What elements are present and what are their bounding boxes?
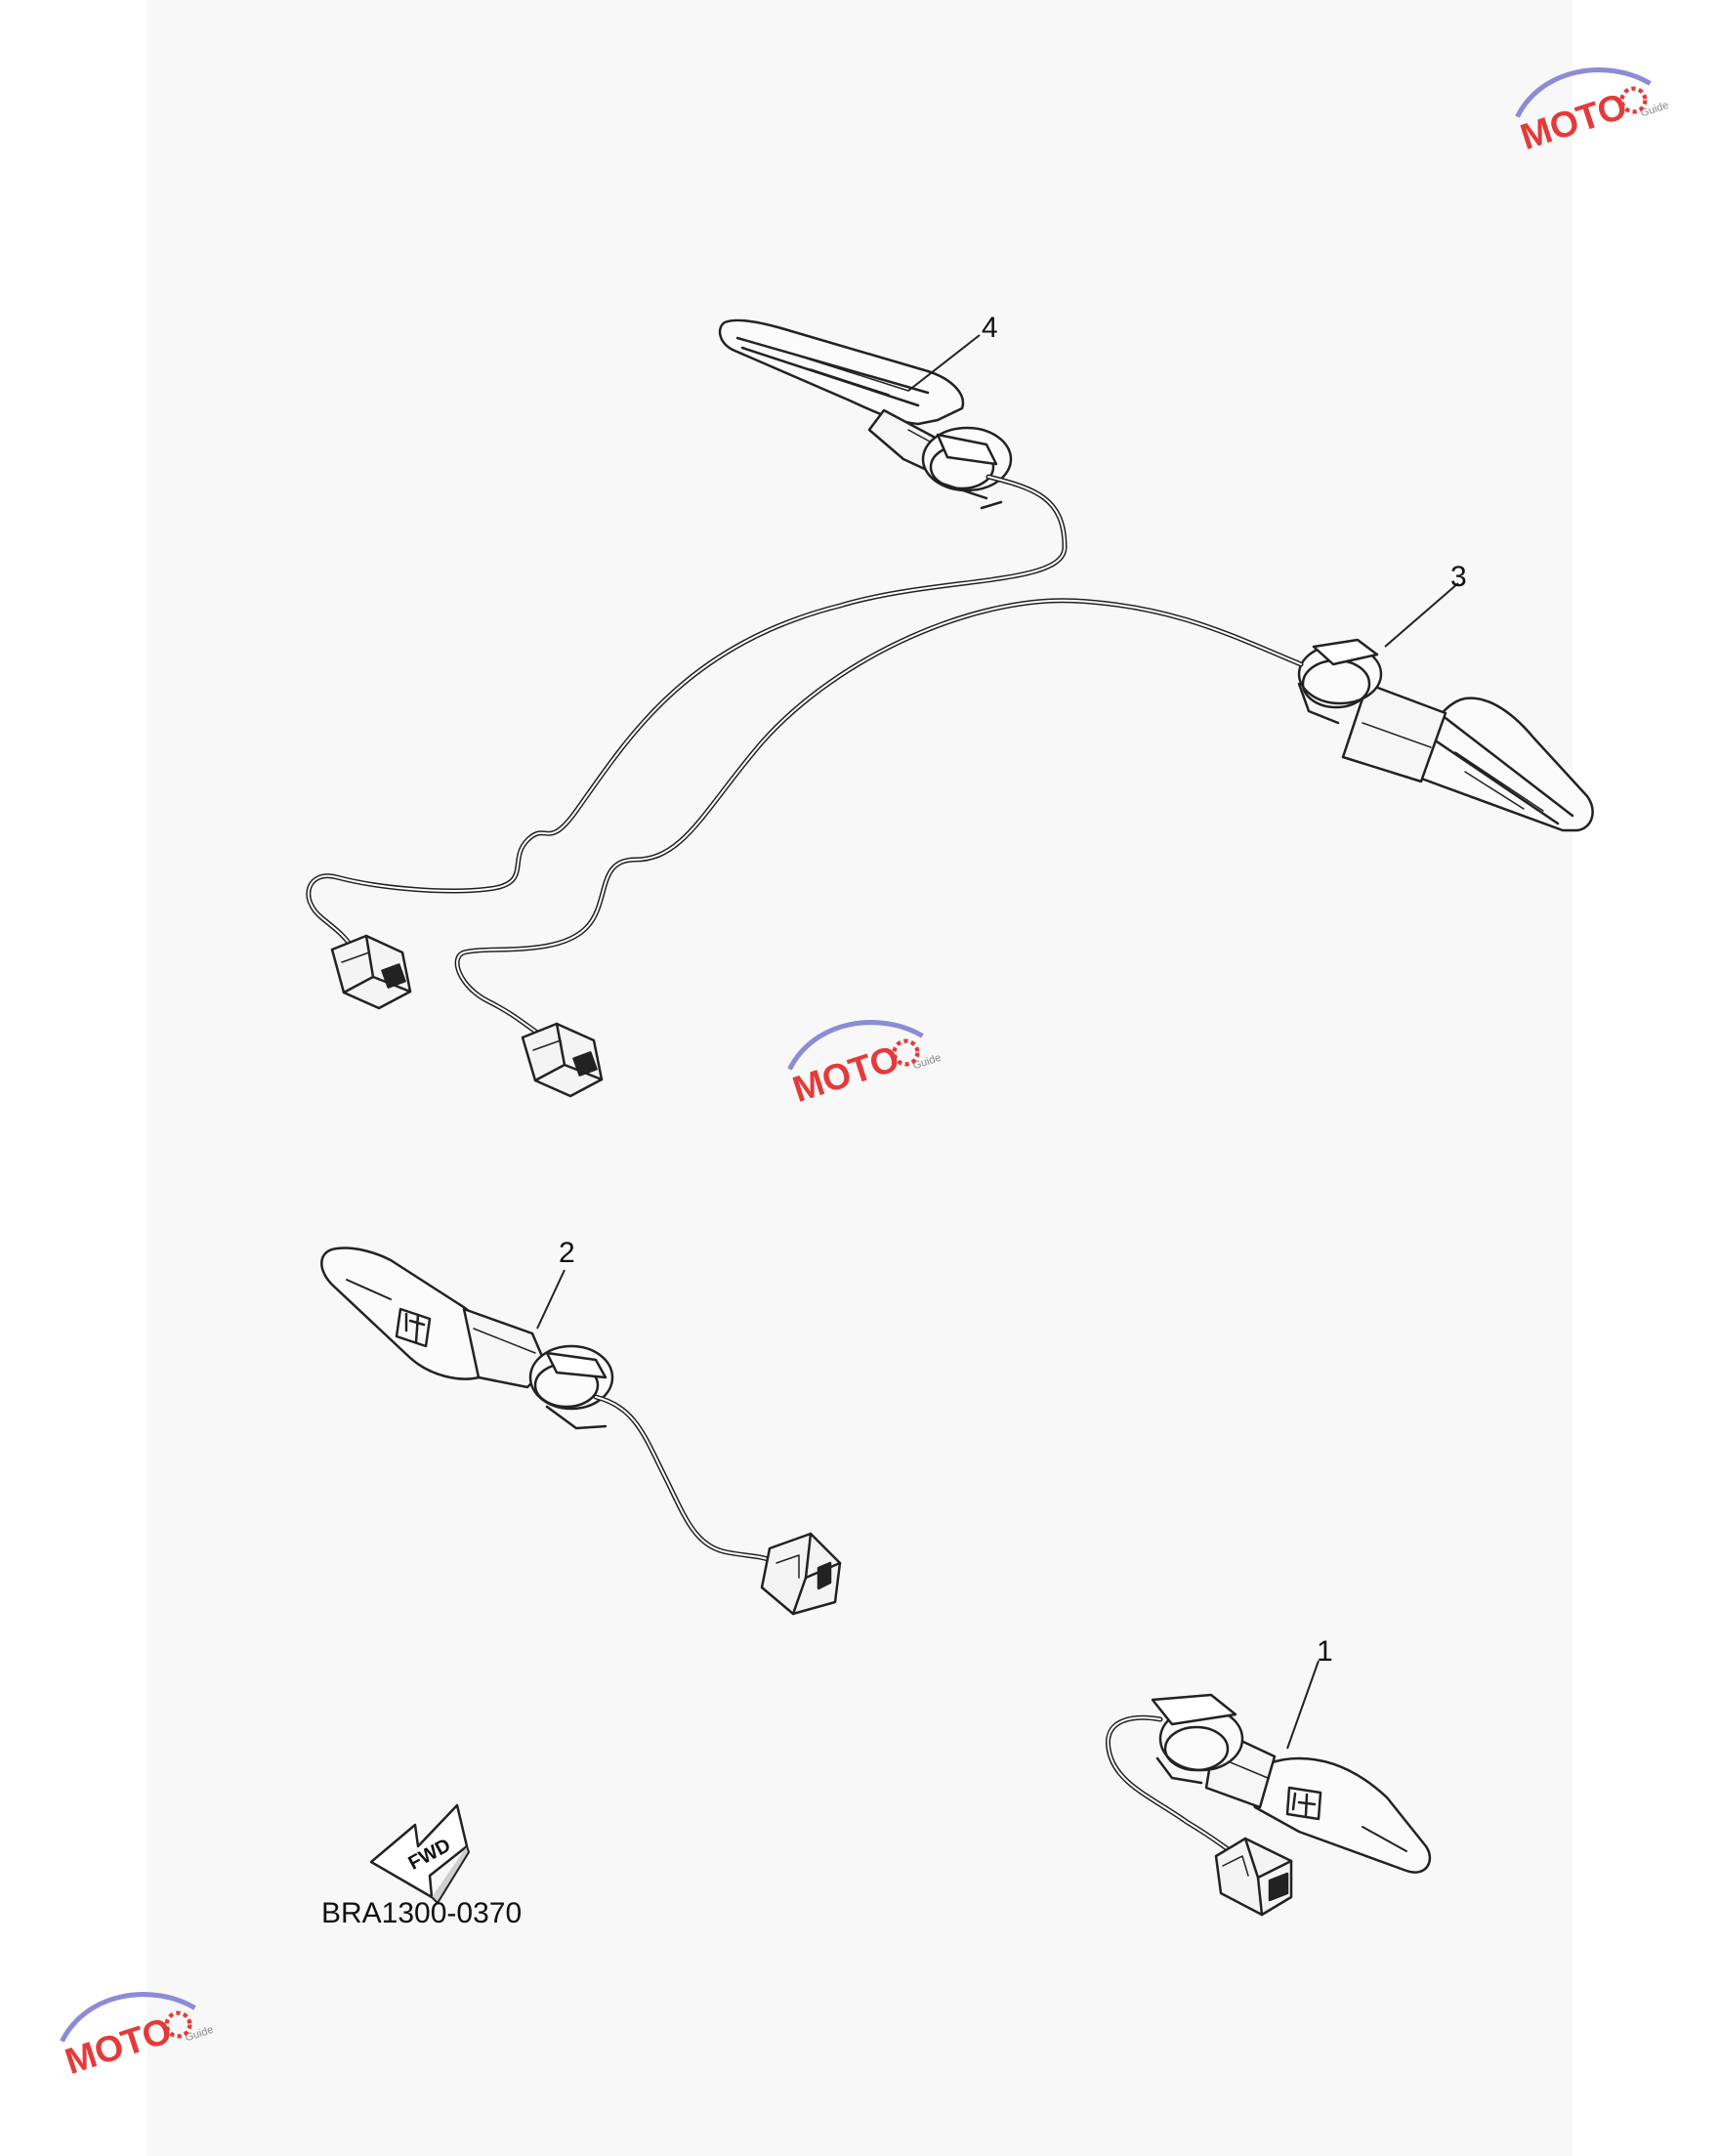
- leader-line-1: [1286, 1660, 1320, 1750]
- leader-line-2: [536, 1269, 566, 1330]
- leader-line-4: [907, 334, 981, 392]
- callout-2: 2: [559, 1237, 575, 1269]
- callout-leaders: [536, 334, 1459, 1750]
- part-1-turn-signal: [1106, 1693, 1432, 1917]
- part-3-turn-signal: [454, 598, 1594, 1098]
- drawing-code: BRA1300-0370: [321, 1897, 522, 1929]
- watermark-logo-middle: MOTO Guide: [787, 1020, 943, 1110]
- callout-3: 3: [1450, 561, 1467, 593]
- part-2-turn-signal: [320, 1247, 842, 1616]
- callout-1: 1: [1317, 1635, 1333, 1668]
- callout-4: 4: [982, 312, 998, 344]
- fwd-arrow-icon: FWD: [369, 1803, 470, 1904]
- watermark-logo-top: MOTO Guide: [1515, 67, 1670, 157]
- part-4-turn-signal: [306, 318, 1068, 1010]
- leader-line-3: [1384, 582, 1459, 648]
- watermark-logo-bottom: MOTO Guide: [60, 1992, 215, 2082]
